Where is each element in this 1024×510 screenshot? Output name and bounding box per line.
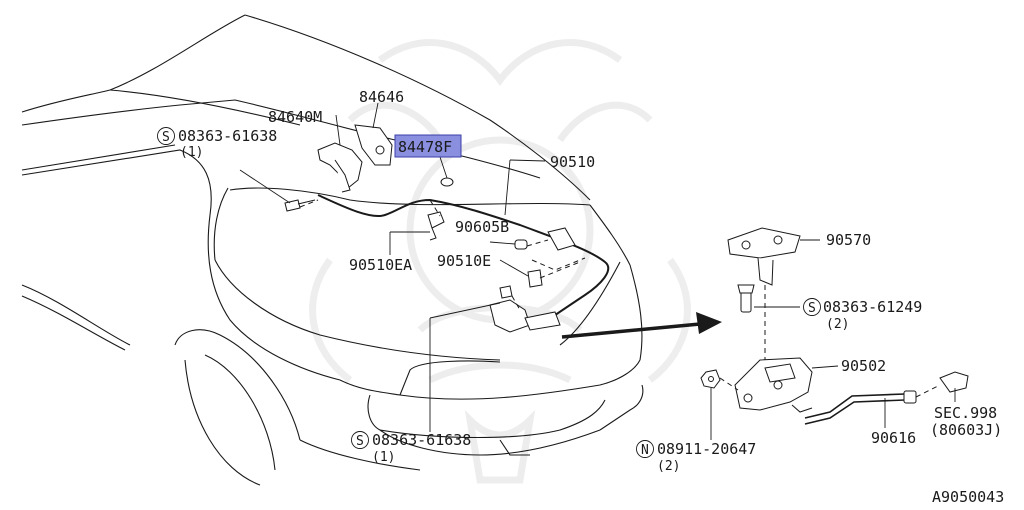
s-symbol-label: S — [356, 434, 364, 449]
s-symbol-icon — [157, 127, 175, 145]
s-symbol-icon — [351, 431, 369, 449]
callout-90616: 90616 — [871, 429, 916, 447]
n-symbol-icon — [636, 440, 654, 458]
bracket — [354, 124, 393, 166]
callout-90510E: 90510E — [437, 252, 491, 270]
callout-90502: 90502 — [841, 357, 886, 375]
opener-lever — [317, 142, 363, 189]
callout-84640M: 84640M — [268, 108, 322, 126]
bolt-08363-61249 — [737, 284, 800, 313]
s-symbol-label: S — [808, 301, 816, 316]
callout-nut: 08911-20647 — [657, 440, 756, 458]
n-symbol-label: N — [641, 443, 649, 458]
callout-sec-ref: SEC.998 — [934, 404, 997, 422]
callout-bolt-top-qty: (1) — [180, 145, 203, 160]
detail-arrow — [561, 312, 722, 339]
callout-bolt-right-qty: (2) — [826, 317, 849, 332]
callout-bolt-top: 08363-61638 — [178, 127, 277, 145]
callout-bolt-bottom: 08363-61638 — [372, 431, 471, 449]
latch-small — [489, 299, 531, 333]
s-symbol-label: S — [162, 130, 170, 145]
release-cable-90510 — [317, 194, 610, 323]
diagram-id: A9050043 — [932, 488, 1004, 506]
callout-90510: 90510 — [550, 153, 595, 171]
callout-nut-qty: (2) — [657, 459, 680, 474]
leader-lines — [239, 102, 586, 432]
nut-08911-20647 — [700, 369, 739, 440]
callout-labels: 84646 84640M 84478F 90510 S 08363-61638 … — [157, 88, 1004, 506]
callout-90605B: 90605B — [455, 218, 509, 236]
car-body-outline — [21, 14, 644, 486]
s-symbol-icon — [803, 298, 821, 316]
latch-90502 — [734, 357, 839, 413]
callout-bolt-bottom-qty: (1) — [372, 450, 395, 465]
highlight-box[interactable] — [394, 134, 462, 158]
clip — [440, 177, 454, 187]
bolt — [284, 199, 301, 212]
hinge-90570 — [727, 227, 820, 286]
hardware-parts — [284, 124, 576, 333]
callout-bolt-right: 08363-61249 — [823, 298, 922, 316]
callout-84478F[interactable]: 84478F — [398, 138, 452, 156]
callout-84646: 84646 — [359, 88, 404, 106]
rod-90616 — [804, 371, 969, 428]
callout-90510EA: 90510EA — [349, 256, 412, 274]
callout-90570: 90570 — [826, 231, 871, 249]
callout-sec-ref-part: (80603J) — [930, 421, 1002, 439]
